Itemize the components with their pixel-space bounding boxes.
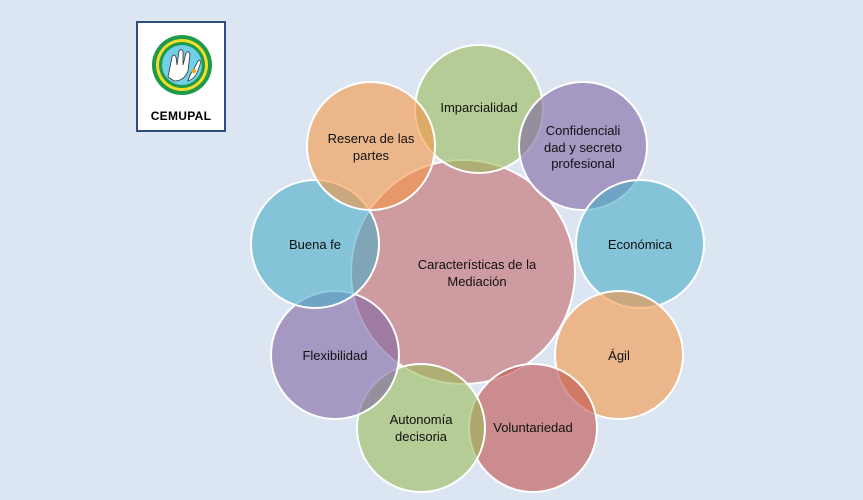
node-agil-label: Ágil	[608, 348, 630, 363]
hands-emblem-icon	[152, 35, 212, 95]
center-label-line-2: Mediación	[447, 274, 506, 289]
node-reserva-circle	[306, 81, 436, 211]
node-voluntariedad-label: Voluntariedad	[493, 420, 573, 435]
node-autonomia-circle	[356, 363, 486, 493]
node-reserva-label-2: partes	[353, 148, 390, 163]
node-confidencialidad-label-3: profesional	[551, 156, 615, 171]
node-buena-fe-circle	[250, 179, 380, 309]
node-buena-fe-label: Buena fe	[289, 237, 341, 252]
node-reserva-label-1: Reserva de las	[328, 131, 415, 146]
logo-name: CEMUPAL	[150, 109, 212, 123]
node-flexibilidad-label: Flexibilidad	[302, 348, 367, 363]
node-imparcialidad-label: Imparcialidad	[440, 100, 517, 115]
center-label-line-1: Características de la	[418, 257, 537, 272]
node-autonomia-label-1: Autonomía	[390, 412, 454, 427]
node-confidencialidad-circle	[518, 81, 648, 211]
node-agil-circle	[554, 290, 684, 420]
node-confidencialidad-label-1: Confidenciali	[546, 123, 621, 138]
node-confidencialidad-label-2: dad y secreto	[544, 140, 622, 155]
cemupal-logo: CEMUPAL	[136, 21, 226, 132]
node-autonomia-label-2: decisoria	[395, 429, 448, 444]
node-economica-label: Económica	[608, 237, 673, 252]
